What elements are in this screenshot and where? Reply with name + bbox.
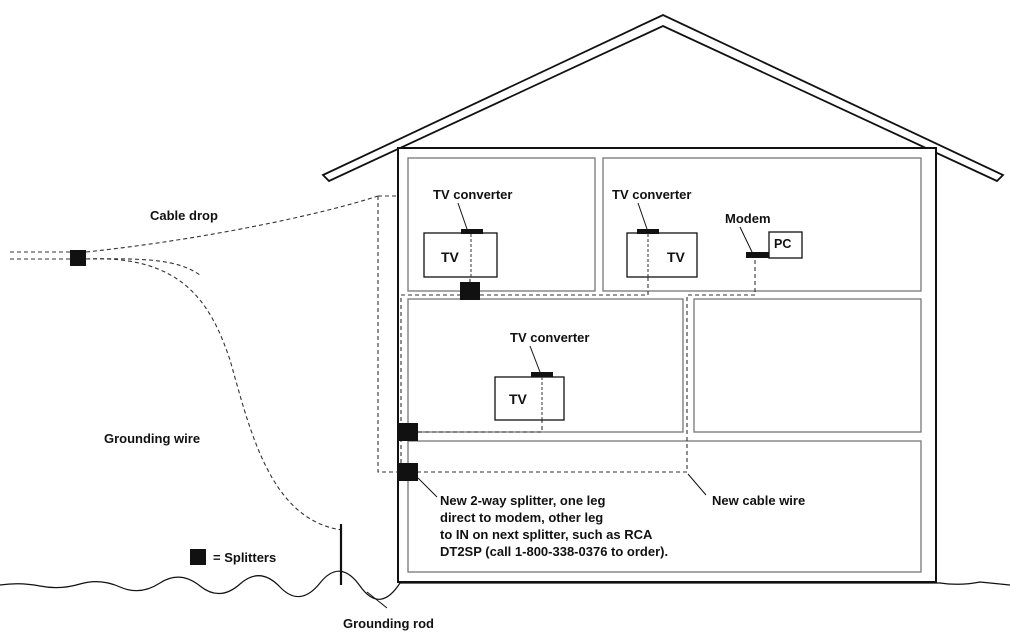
new-cable-wire-leader bbox=[687, 473, 707, 496]
tv-2 bbox=[626, 229, 698, 278]
grounding-wire-label: Grounding wire bbox=[104, 431, 200, 446]
outdoor-splitter bbox=[70, 250, 86, 266]
grounding-wire bbox=[85, 258, 343, 531]
pc-box bbox=[768, 231, 803, 259]
roof bbox=[321, 14, 1005, 183]
tv-2-label: TV bbox=[667, 249, 686, 265]
room-middle-right bbox=[693, 298, 922, 433]
splitter-bottom bbox=[398, 463, 418, 481]
room-top-right bbox=[602, 157, 922, 292]
splitter-note-leader bbox=[417, 477, 438, 498]
tv-converter-1 bbox=[461, 229, 483, 234]
tv-converter-2 bbox=[637, 229, 659, 234]
splitter-note-line-3: to IN on next splitter, such as RCA bbox=[440, 527, 653, 542]
modem-box bbox=[746, 252, 770, 258]
tv-3 bbox=[494, 372, 565, 421]
room-bottom bbox=[407, 440, 922, 573]
new-cable-wire-label: New cable wire bbox=[712, 493, 805, 508]
tv-converter-2-leader bbox=[637, 202, 648, 230]
grounding-rod-leader bbox=[366, 591, 388, 609]
house-walls bbox=[397, 147, 937, 583]
tv-1-label: TV bbox=[441, 249, 460, 265]
pc-label: PC bbox=[774, 237, 791, 251]
cable-drop-label: Cable drop bbox=[150, 208, 218, 223]
splitter-note-line-4: DT2SP (call 1-800-338-0376 to order). bbox=[440, 544, 668, 559]
tv-converter-1-label: TV converter bbox=[433, 187, 512, 202]
tv-3-label: TV bbox=[509, 391, 528, 407]
ground-line bbox=[0, 570, 1010, 600]
grounding-rod-label: Grounding rod bbox=[343, 616, 434, 631]
splitter-top bbox=[460, 282, 480, 300]
splitter-note-line-2: direct to modem, other leg bbox=[440, 510, 603, 525]
tv-converter-3-leader bbox=[529, 345, 541, 373]
tv-converter-3-label: TV converter bbox=[510, 330, 589, 345]
tv-converter-2-label: TV converter bbox=[612, 187, 691, 202]
room-middle-left bbox=[407, 298, 684, 433]
cable-drop-wire bbox=[10, 195, 379, 276]
tv-converter-1-leader bbox=[457, 202, 468, 230]
tv-1 bbox=[423, 229, 498, 278]
room-top-left bbox=[407, 157, 596, 292]
splitter-middle bbox=[398, 423, 418, 441]
modem-label: Modem bbox=[725, 211, 771, 226]
splitter-note-line-1: New 2-way splitter, one leg bbox=[440, 493, 605, 508]
tv-converter-3 bbox=[531, 372, 553, 377]
splitters-legend-label: = Splitters bbox=[213, 550, 276, 565]
legend-splitter-square bbox=[190, 549, 206, 565]
modem-leader bbox=[739, 226, 753, 253]
